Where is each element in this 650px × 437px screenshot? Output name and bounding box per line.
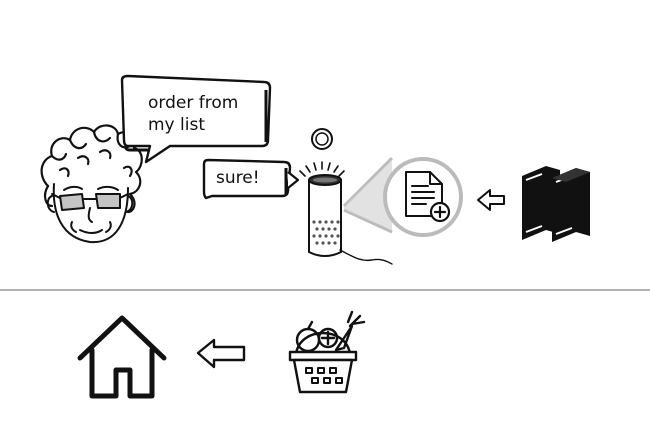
zoom-callout	[342, 156, 463, 237]
speaker-grille	[312, 220, 340, 245]
glasses	[51, 193, 129, 211]
reply-bubble	[202, 158, 300, 200]
house-icon	[77, 315, 167, 399]
reply-bubble-text: sure!	[216, 168, 260, 188]
smart-speaker-icon	[299, 161, 393, 265]
request-bubble	[120, 74, 272, 164]
basket-weave	[305, 367, 343, 384]
request-bubble-text: order from my list	[148, 93, 239, 135]
grandma-face-icon	[40, 124, 143, 244]
sound-rays	[299, 161, 345, 177]
books-icon	[522, 166, 590, 242]
left-arrow-icon	[477, 189, 505, 211]
hair	[40, 124, 143, 214]
grocery-basket-icon	[288, 310, 366, 394]
document-add-icon	[405, 171, 451, 223]
speaker-light-ring-icon	[311, 128, 333, 150]
left-arrow-icon	[196, 338, 246, 369]
face-outline	[52, 183, 129, 244]
